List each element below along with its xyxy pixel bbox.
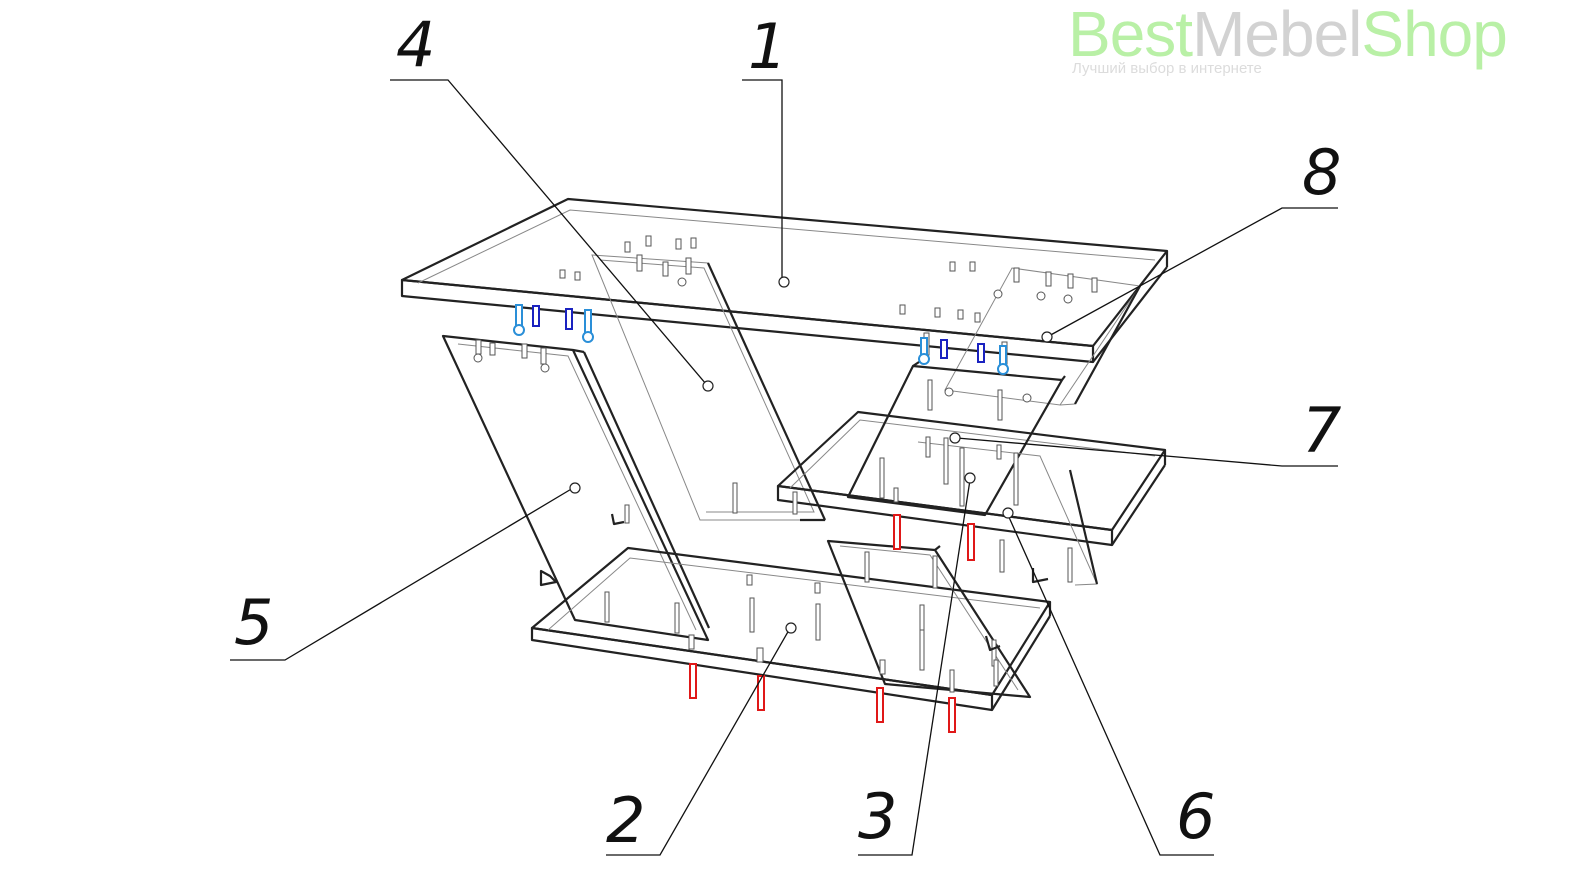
part-7-middle-shelf (776, 410, 1167, 547)
brand-watermark: BestMebelShop (1068, 0, 1508, 70)
callout-7: 7 (1302, 394, 1341, 467)
callout-2: 2 (606, 784, 645, 857)
brand-word-mebel: Mebel (1192, 0, 1362, 70)
callout-5: 5 (234, 586, 273, 659)
brand-word-best: Best (1068, 0, 1193, 70)
brand-tagline: Лучший выбор в интернете (1072, 60, 1262, 77)
leader-lines (230, 79, 1338, 856)
callout-8: 8 (1302, 136, 1341, 209)
corner-brackets (539, 513, 1049, 652)
hardware-grey (473, 235, 1098, 693)
part-6-upright-panel (846, 359, 1099, 586)
part-5-left-panel (441, 334, 711, 642)
callout-3: 3 (858, 780, 897, 853)
red-dowels (689, 514, 975, 733)
brand-word-shop: Shop (1361, 0, 1507, 70)
part-4-slanted-panel (591, 254, 827, 522)
callout-4: 4 (396, 8, 435, 81)
callout-6: 6 (1176, 780, 1215, 853)
part-1-top-panel (400, 197, 1169, 364)
blue-fasteners (513, 304, 1009, 375)
callout-numbers: 1 2 3 4 5 6 7 8 (234, 8, 1341, 857)
callout-1: 1 (748, 10, 787, 83)
